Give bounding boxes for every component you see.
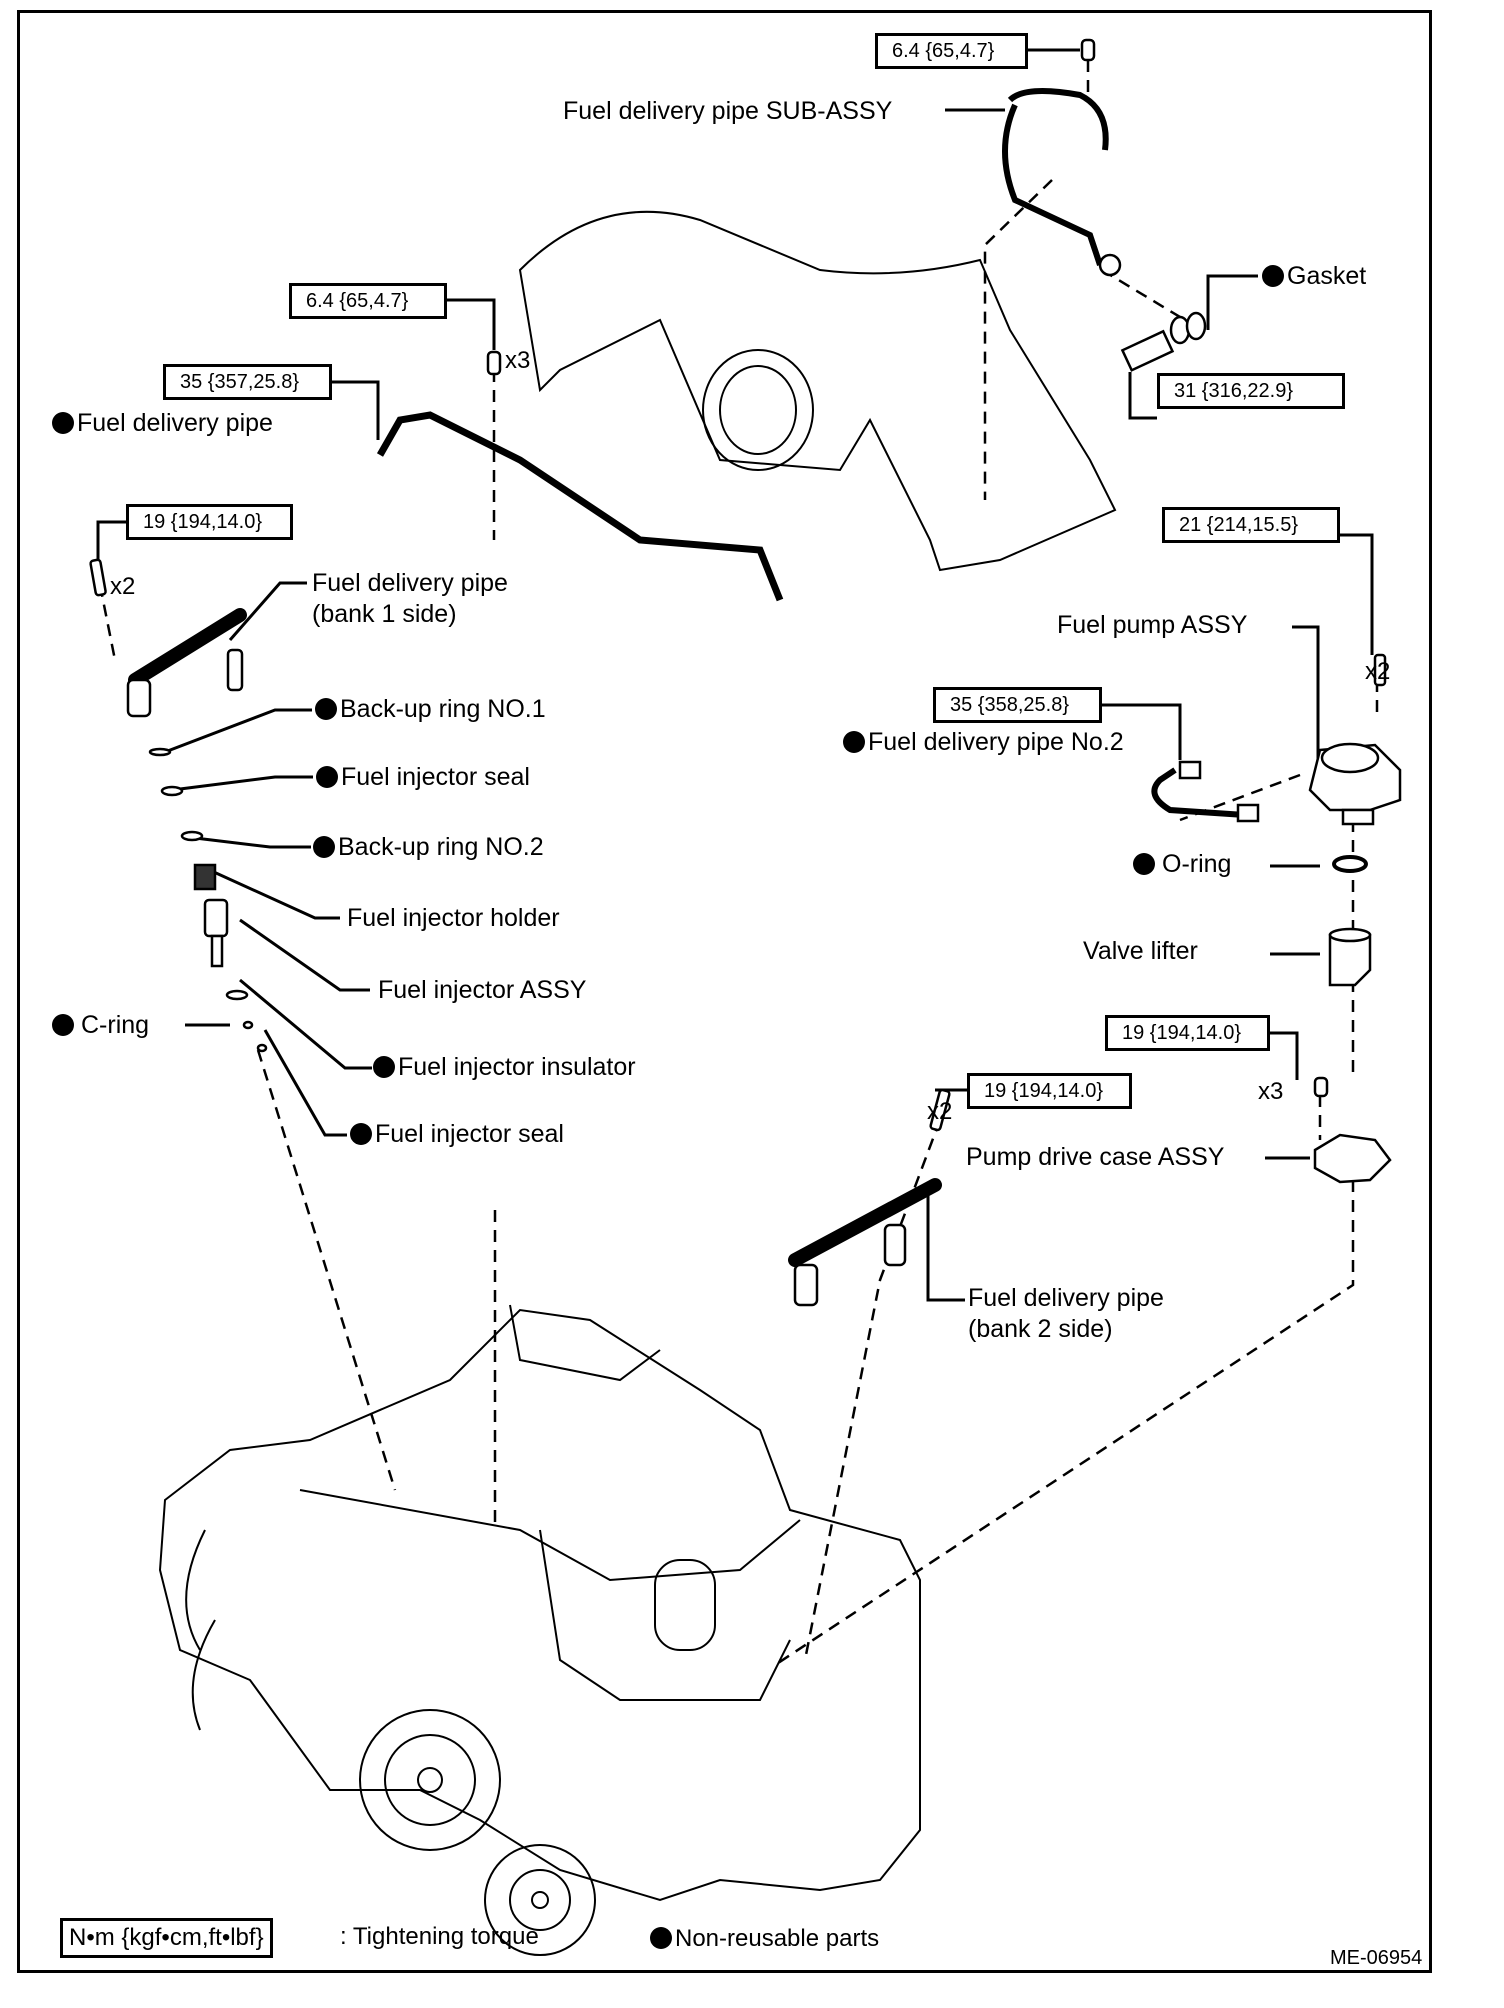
- part-label-fuel-injector-insulator: Fuel injector insulator: [373, 1052, 636, 1082]
- engine-block: [158, 1304, 921, 1956]
- torque-spec-box: 19 {194,14.0}: [967, 1073, 1132, 1109]
- bank1-pipe: [128, 608, 247, 687]
- leader-insulator: [239, 978, 372, 1070]
- leader-gasket: [1206, 274, 1258, 330]
- leader-injector: [239, 918, 370, 992]
- part-label-pump-drive-case-assy: Pump drive case ASSY: [966, 1142, 1224, 1172]
- non-reusable-icon: [650, 1927, 672, 1949]
- part-name: Fuel delivery pipe: [968, 1284, 1164, 1312]
- torque-spec-box: 19 {194,14.0}: [1105, 1015, 1270, 1051]
- part-label-fuel-delivery-pipe-sub-assy: Fuel delivery pipe SUB-ASSY: [563, 96, 892, 126]
- torque-spec-box: 35 {357,25.8}: [163, 364, 332, 400]
- non-reusable-icon: [315, 698, 337, 720]
- non-reusable-icon: [843, 731, 865, 753]
- pump-drive-case: [1313, 1133, 1392, 1184]
- part-name: Fuel delivery pipe: [77, 409, 273, 437]
- part-name-line2: (bank 1 side): [312, 600, 457, 628]
- part-label-fuel-injector-seal-2: Fuel injector seal: [350, 1119, 564, 1149]
- leader-t4: [1128, 372, 1157, 420]
- subassy-pipe: [1002, 88, 1109, 266]
- part-name: C-ring: [81, 1011, 150, 1039]
- part-label-fuel-delivery-pipe-bank2: Fuel delivery pipe (bank 2 side): [968, 1283, 1164, 1345]
- non-reusable-icon: [52, 1014, 74, 1036]
- part-name: Fuel injector seal: [375, 1120, 564, 1148]
- quantity-label: x3: [505, 347, 531, 374]
- part-label-backup-ring-no2: Back-up ring NO.2: [313, 832, 544, 862]
- quantity-label: x2: [927, 1098, 953, 1125]
- torque-units-legend: N•m {kgf•cm,ft•lbf}: [60, 1918, 273, 1958]
- part-name: Fuel injector ASSY: [378, 976, 587, 1004]
- leader-backup1: [164, 708, 312, 754]
- torque-spec-box: 35 {358,25.8}: [933, 687, 1102, 723]
- part-name: Back-up ring NO.2: [338, 833, 544, 861]
- leader-t2: [447, 298, 496, 350]
- non-reusable-icon: [350, 1123, 372, 1145]
- part-name: Fuel pump ASSY: [1057, 611, 1248, 639]
- leader-t3: [332, 380, 380, 440]
- leader-holder: [204, 866, 340, 920]
- part-label-c-ring: C-ring: [52, 1010, 149, 1040]
- intake-manifold: [518, 210, 1117, 572]
- part-name: Fuel delivery pipe: [312, 569, 508, 597]
- part-name: Fuel delivery pipe No.2: [868, 728, 1124, 756]
- figure-code: ME-06954: [1330, 1947, 1423, 1969]
- part-name: Valve lifter: [1083, 937, 1198, 965]
- part-label-fuel-injector-holder: Fuel injector holder: [347, 903, 560, 933]
- fuel-pipe-no2: [1151, 767, 1246, 818]
- legend-text: Non-reusable parts: [675, 1925, 880, 1952]
- non-reusable-icon: [313, 836, 335, 858]
- part-name: Fuel injector insulator: [398, 1053, 636, 1081]
- part-label-fuel-injector-assy: Fuel injector ASSY: [378, 975, 586, 1005]
- bank2-pipe: [788, 1178, 942, 1267]
- leader-t8: [1270, 1031, 1299, 1080]
- torque-spec-box: 19 {194,14.0}: [126, 504, 293, 540]
- part-name: Back-up ring NO.1: [340, 695, 546, 723]
- diagram-frame: [17, 10, 1432, 1973]
- non-reusable-icon: [1133, 853, 1155, 875]
- torque-spec-box: 31 {316,22.9}: [1157, 373, 1345, 409]
- leader-bank2: [926, 1190, 965, 1302]
- part-name: Fuel injector holder: [347, 904, 560, 932]
- quantity-label: x2: [110, 573, 136, 600]
- leader-t6: [1340, 533, 1374, 655]
- leader-backup2: [194, 836, 311, 849]
- part-name: Fuel injector seal: [341, 763, 530, 791]
- non-reusable-icon: [1262, 265, 1284, 287]
- part-label-fuel-delivery-pipe: Fuel delivery pipe: [52, 408, 273, 438]
- quantity-label: x3: [1258, 1078, 1284, 1105]
- leader-t7: [1102, 703, 1182, 760]
- torque-spec-box: 6.4 {65,4.7}: [875, 33, 1028, 69]
- torque-legend-text: : Tightening torque: [340, 1923, 539, 1950]
- leader-bank1: [228, 581, 307, 641]
- non-reusable-icon: [52, 412, 74, 434]
- non-reusable-icon: [316, 766, 338, 788]
- part-name: Pump drive case ASSY: [966, 1143, 1225, 1171]
- part-label-fuel-injector-seal-1: Fuel injector seal: [316, 762, 530, 792]
- part-label-fuel-delivery-pipe-bank1: Fuel delivery pipe (bank 1 side): [312, 568, 508, 630]
- torque-spec-box: 21 {214,15.5}: [1162, 507, 1340, 543]
- part-label-valve-lifter: Valve lifter: [1083, 936, 1198, 966]
- crossover-pipe: [376, 411, 784, 602]
- part-name: Gasket: [1287, 262, 1367, 290]
- torque-spec-box: 6.4 {65,4.7}: [289, 283, 447, 319]
- throttle-body: [702, 349, 814, 471]
- non-reusable-icon: [373, 1056, 395, 1078]
- leader-pump: [1292, 625, 1320, 790]
- part-label-fuel-pump-assy: Fuel pump ASSY: [1057, 610, 1247, 640]
- part-label-backup-ring-no1: Back-up ring NO.1: [315, 694, 546, 724]
- part-label-fuel-delivery-pipe-no2: Fuel delivery pipe No.2: [843, 727, 1124, 757]
- part-name: O-ring: [1162, 850, 1232, 878]
- leader-seal2: [263, 1029, 347, 1137]
- leader-t5: [96, 520, 126, 560]
- leader-seal1: [179, 775, 313, 791]
- non-reusable-legend: Non-reusable parts: [650, 1924, 879, 1954]
- part-name-line2: (bank 2 side): [968, 1315, 1113, 1343]
- part-label-o-ring: O-ring: [1133, 849, 1231, 879]
- quantity-label: x2: [1365, 658, 1391, 685]
- part-name: Fuel delivery pipe SUB-ASSY: [563, 97, 893, 125]
- valve-lifter: [1328, 933, 1372, 987]
- part-label-gasket: Gasket: [1262, 261, 1366, 291]
